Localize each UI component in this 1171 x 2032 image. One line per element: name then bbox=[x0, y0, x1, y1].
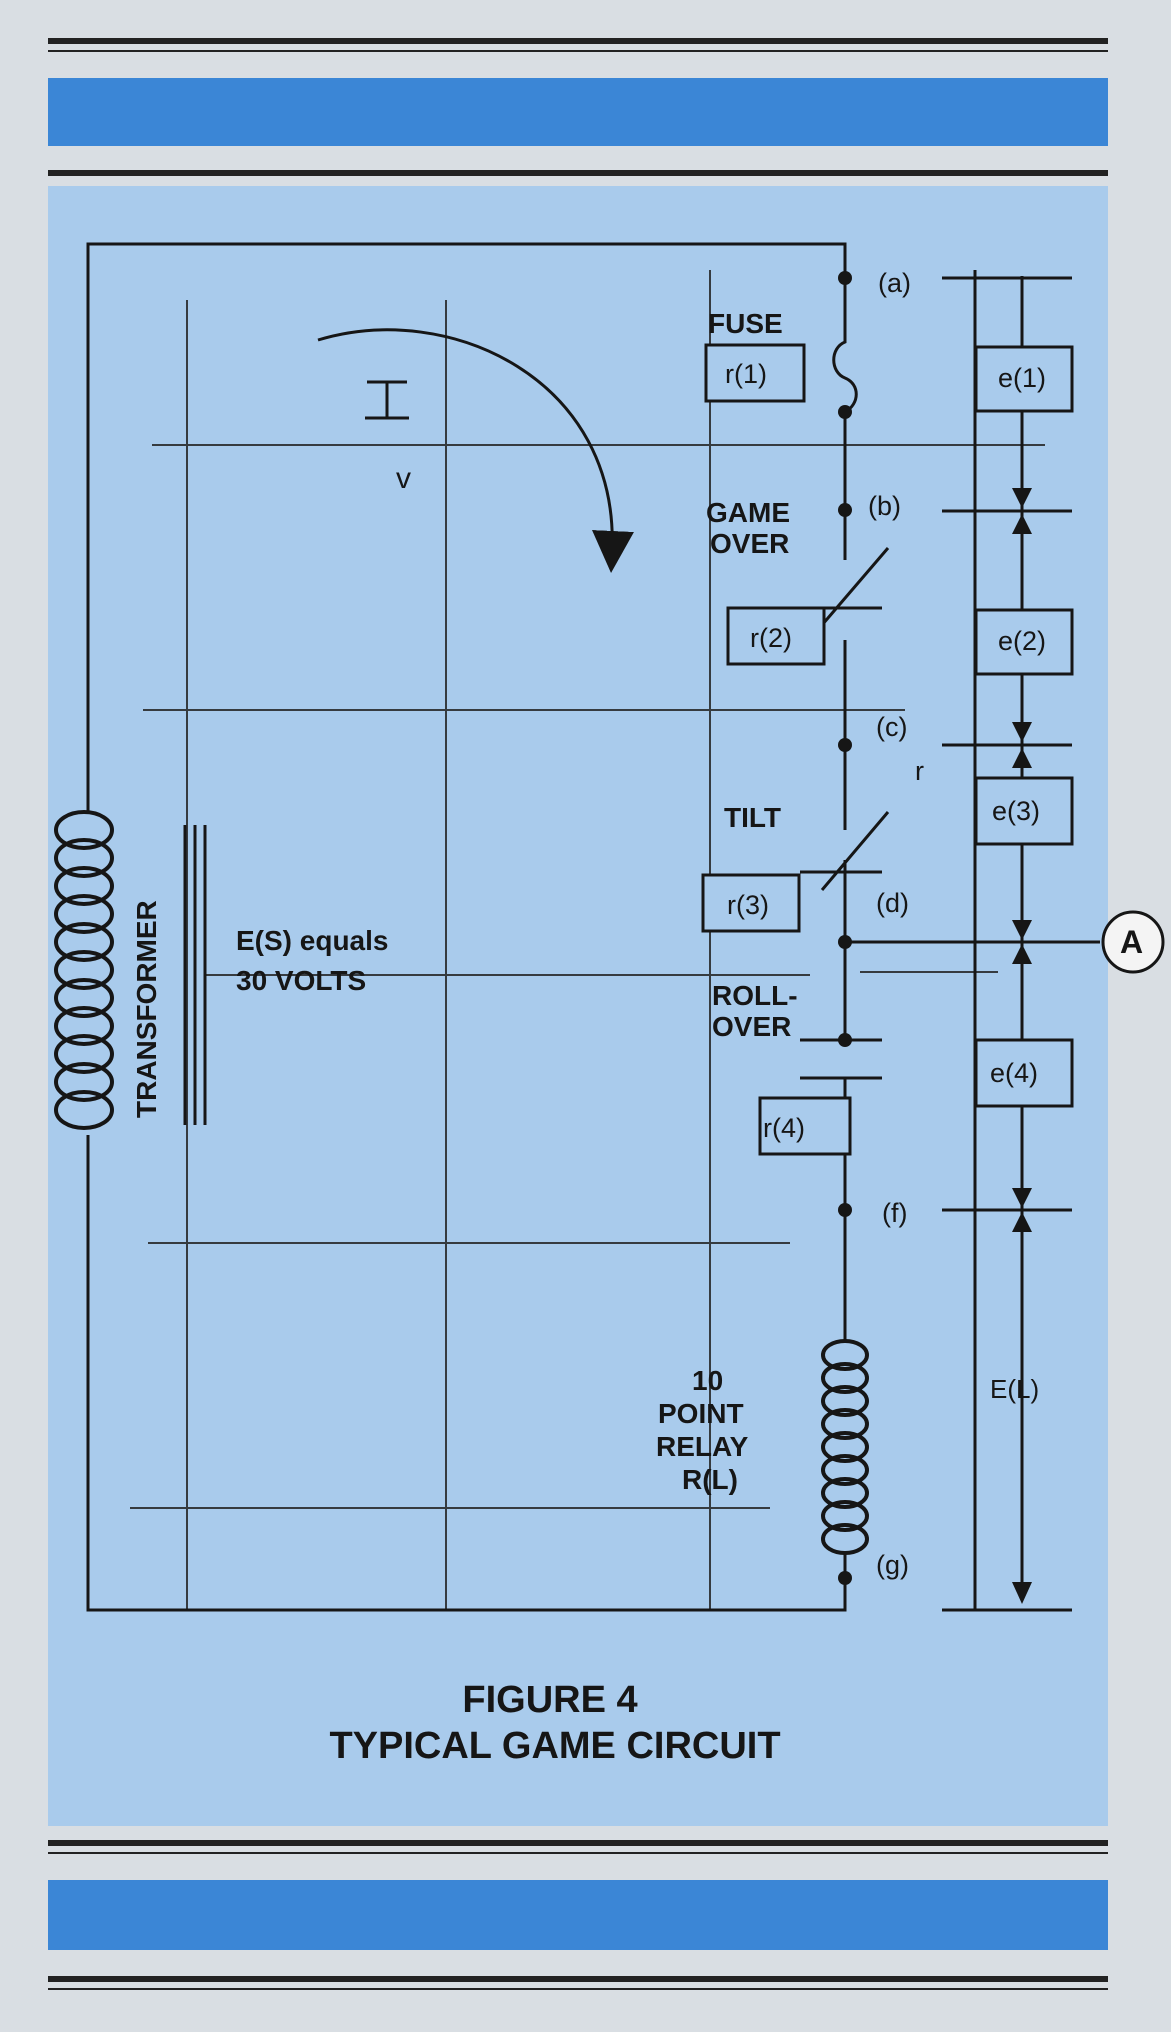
r-small-label: r bbox=[915, 756, 924, 786]
transformer-core bbox=[183, 825, 207, 1125]
node-label: (d) bbox=[876, 888, 909, 918]
node-label: (c) bbox=[876, 712, 907, 742]
drop-label: e(1) bbox=[998, 363, 1046, 393]
point-a-label: A bbox=[1120, 924, 1143, 960]
game-over-label-2: OVER bbox=[710, 528, 789, 559]
resistor-label: r(2) bbox=[750, 623, 792, 653]
node-label: (a) bbox=[878, 268, 911, 298]
resistor-boxes bbox=[701, 343, 852, 1156]
tilt-label: TILT bbox=[724, 802, 781, 833]
drop-label: e(3) bbox=[992, 796, 1040, 826]
drop-boxes bbox=[974, 345, 1074, 1108]
es-label-1: E(S) equals bbox=[236, 925, 388, 956]
figure-title: TYPICAL GAME CIRCUIT bbox=[329, 1725, 780, 1767]
bottom-rule-3 bbox=[48, 1976, 1108, 1982]
bottom-blue-band bbox=[48, 1880, 1108, 1950]
node-label: (g) bbox=[876, 1550, 909, 1580]
top-rule-2 bbox=[48, 50, 1108, 52]
drop-label: e(4) bbox=[990, 1058, 1038, 1088]
figure-panel bbox=[48, 186, 1108, 1826]
resistor-label: r(4) bbox=[763, 1113, 805, 1143]
point-a-circle bbox=[1101, 910, 1165, 974]
node-label: (b) bbox=[868, 491, 901, 521]
drop-label: e(2) bbox=[998, 626, 1046, 656]
top-blue-band bbox=[48, 78, 1108, 146]
resistor-label: r(3) bbox=[727, 890, 769, 920]
relay-label-1: 10 bbox=[692, 1365, 723, 1396]
node-dots bbox=[838, 271, 852, 1585]
e-l-label: E(L) bbox=[990, 1374, 1039, 1404]
node-label: (f) bbox=[882, 1198, 907, 1228]
top-rule-1 bbox=[48, 38, 1108, 44]
transformer-label: TRANSFORMER bbox=[131, 900, 162, 1118]
es-label-2: 30 VOLTS bbox=[236, 965, 366, 996]
voltage-label: v bbox=[396, 462, 411, 495]
game-over-label-1: GAME bbox=[706, 497, 790, 528]
main-wire bbox=[86, 242, 1100, 1612]
relay-coil bbox=[821, 1339, 869, 1555]
bottom-rule-2 bbox=[48, 1852, 1108, 1854]
transformer-coil bbox=[54, 810, 114, 1130]
top-rule-3 bbox=[48, 170, 1108, 176]
current-arrow bbox=[317, 328, 634, 573]
grid-lines bbox=[130, 270, 1045, 1610]
roll-over-label-2: OVER bbox=[712, 1011, 791, 1042]
fuse-label: FUSE bbox=[708, 308, 783, 339]
bottom-rule-4 bbox=[48, 1988, 1108, 1990]
resistor-label: r(1) bbox=[725, 359, 767, 389]
figure-number: FIGURE 4 bbox=[462, 1679, 637, 1721]
current-symbol bbox=[365, 380, 409, 420]
bottom-rule-1 bbox=[48, 1840, 1108, 1846]
relay-label-2: POINT bbox=[658, 1398, 744, 1429]
roll-over-label-1: ROLL- bbox=[712, 980, 798, 1011]
relay-label-3: RELAY bbox=[656, 1431, 749, 1462]
drop-arrowheads bbox=[1012, 488, 1032, 1604]
relay-label-4: R(L) bbox=[682, 1464, 738, 1495]
drop-column bbox=[942, 270, 1072, 1612]
